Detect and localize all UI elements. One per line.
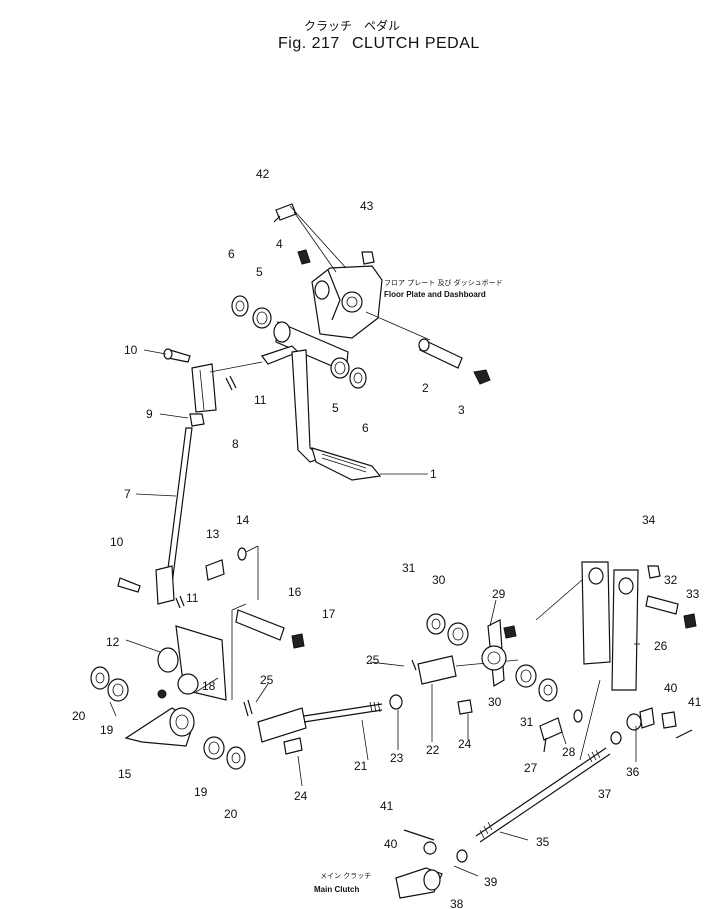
callout-6-lower: 6 xyxy=(362,421,369,435)
callout-31-upper: 31 xyxy=(402,561,416,575)
callout-34: 34 xyxy=(642,513,656,527)
callout-30-upper: 30 xyxy=(432,573,446,587)
callout-41-right: 41 xyxy=(688,695,702,709)
linkage-rod xyxy=(243,655,519,755)
callout-37: 37 xyxy=(598,787,612,801)
callout-41-lower: 41 xyxy=(380,799,394,813)
callout-32: 32 xyxy=(664,573,678,587)
callout-20-left: 20 xyxy=(72,709,86,723)
callout-26: 26 xyxy=(654,639,668,653)
callout-42: 42 xyxy=(256,167,270,181)
lower-left-bracket xyxy=(90,545,305,770)
main-clutch-end xyxy=(395,829,468,899)
callout-10-upper: 10 xyxy=(124,343,138,357)
callout-40-right: 40 xyxy=(664,681,678,695)
callout-39: 39 xyxy=(484,875,498,889)
callout-36: 36 xyxy=(626,765,640,779)
callout-2: 2 xyxy=(422,381,429,395)
callout-19-right: 19 xyxy=(194,785,208,799)
callout-24-right: 24 xyxy=(458,737,472,751)
leader-lines xyxy=(109,349,640,877)
callout-13: 13 xyxy=(206,527,220,541)
callout-19-left: 19 xyxy=(100,723,114,737)
callout-21: 21 xyxy=(354,759,368,773)
callout-4: 4 xyxy=(276,237,283,251)
callout-43: 43 xyxy=(360,199,374,213)
callout-5-upper: 5 xyxy=(256,265,263,279)
callout-40-lower: 40 xyxy=(384,837,398,851)
callout-7: 7 xyxy=(124,487,131,501)
callout-30-lower: 30 xyxy=(488,695,502,709)
callout-group: 1 2 3 4 5 5 6 6 7 8 9 10 10 11 11 12 13 … xyxy=(72,167,702,909)
callout-6-upper: 6 xyxy=(228,247,235,261)
main-clutch-note-jp: メイン クラッチ xyxy=(320,872,371,880)
rod-7 xyxy=(117,427,193,609)
callout-14: 14 xyxy=(236,513,250,527)
callout-24-left: 24 xyxy=(294,789,308,803)
callout-20-right: 20 xyxy=(224,807,238,821)
callout-17: 17 xyxy=(322,607,336,621)
callout-10-lower: 10 xyxy=(110,535,124,549)
callout-18: 18 xyxy=(202,679,216,693)
callout-8: 8 xyxy=(232,437,239,451)
callout-12: 12 xyxy=(106,635,120,649)
callout-28: 28 xyxy=(562,745,576,759)
callout-38: 38 xyxy=(450,897,464,909)
callout-15: 15 xyxy=(118,767,132,781)
callout-9: 9 xyxy=(146,407,153,421)
diagram-title: CLUTCH PEDAL xyxy=(352,35,480,52)
callout-3: 3 xyxy=(458,403,465,417)
callout-16: 16 xyxy=(288,585,302,599)
title-japanese: クラッチ ペダル xyxy=(304,18,400,33)
callout-1: 1 xyxy=(430,467,437,481)
callout-29: 29 xyxy=(492,587,506,601)
callout-35: 35 xyxy=(536,835,550,849)
callout-33: 33 xyxy=(686,587,700,601)
right-assembly xyxy=(426,561,697,843)
callout-31-lower: 31 xyxy=(520,715,534,729)
callout-23: 23 xyxy=(390,751,404,765)
floor-plate-note-en: Floor Plate and Dashboard xyxy=(384,290,486,299)
callout-11-upper: 11 xyxy=(254,393,267,407)
callout-22: 22 xyxy=(426,743,440,757)
callout-25-left: 25 xyxy=(260,673,274,687)
main-clutch-note-en: Main Clutch xyxy=(314,885,359,894)
callout-27: 27 xyxy=(524,761,538,775)
figure-number: Fig. 217 xyxy=(278,35,340,52)
callout-5-lower: 5 xyxy=(332,401,339,415)
pedal-assembly xyxy=(163,203,491,481)
callout-11-lower: 11 xyxy=(186,591,199,605)
callout-25-right: 25 xyxy=(366,653,380,667)
floor-plate-note-jp: フロア プレート 及び ダッシュボード xyxy=(384,278,503,287)
